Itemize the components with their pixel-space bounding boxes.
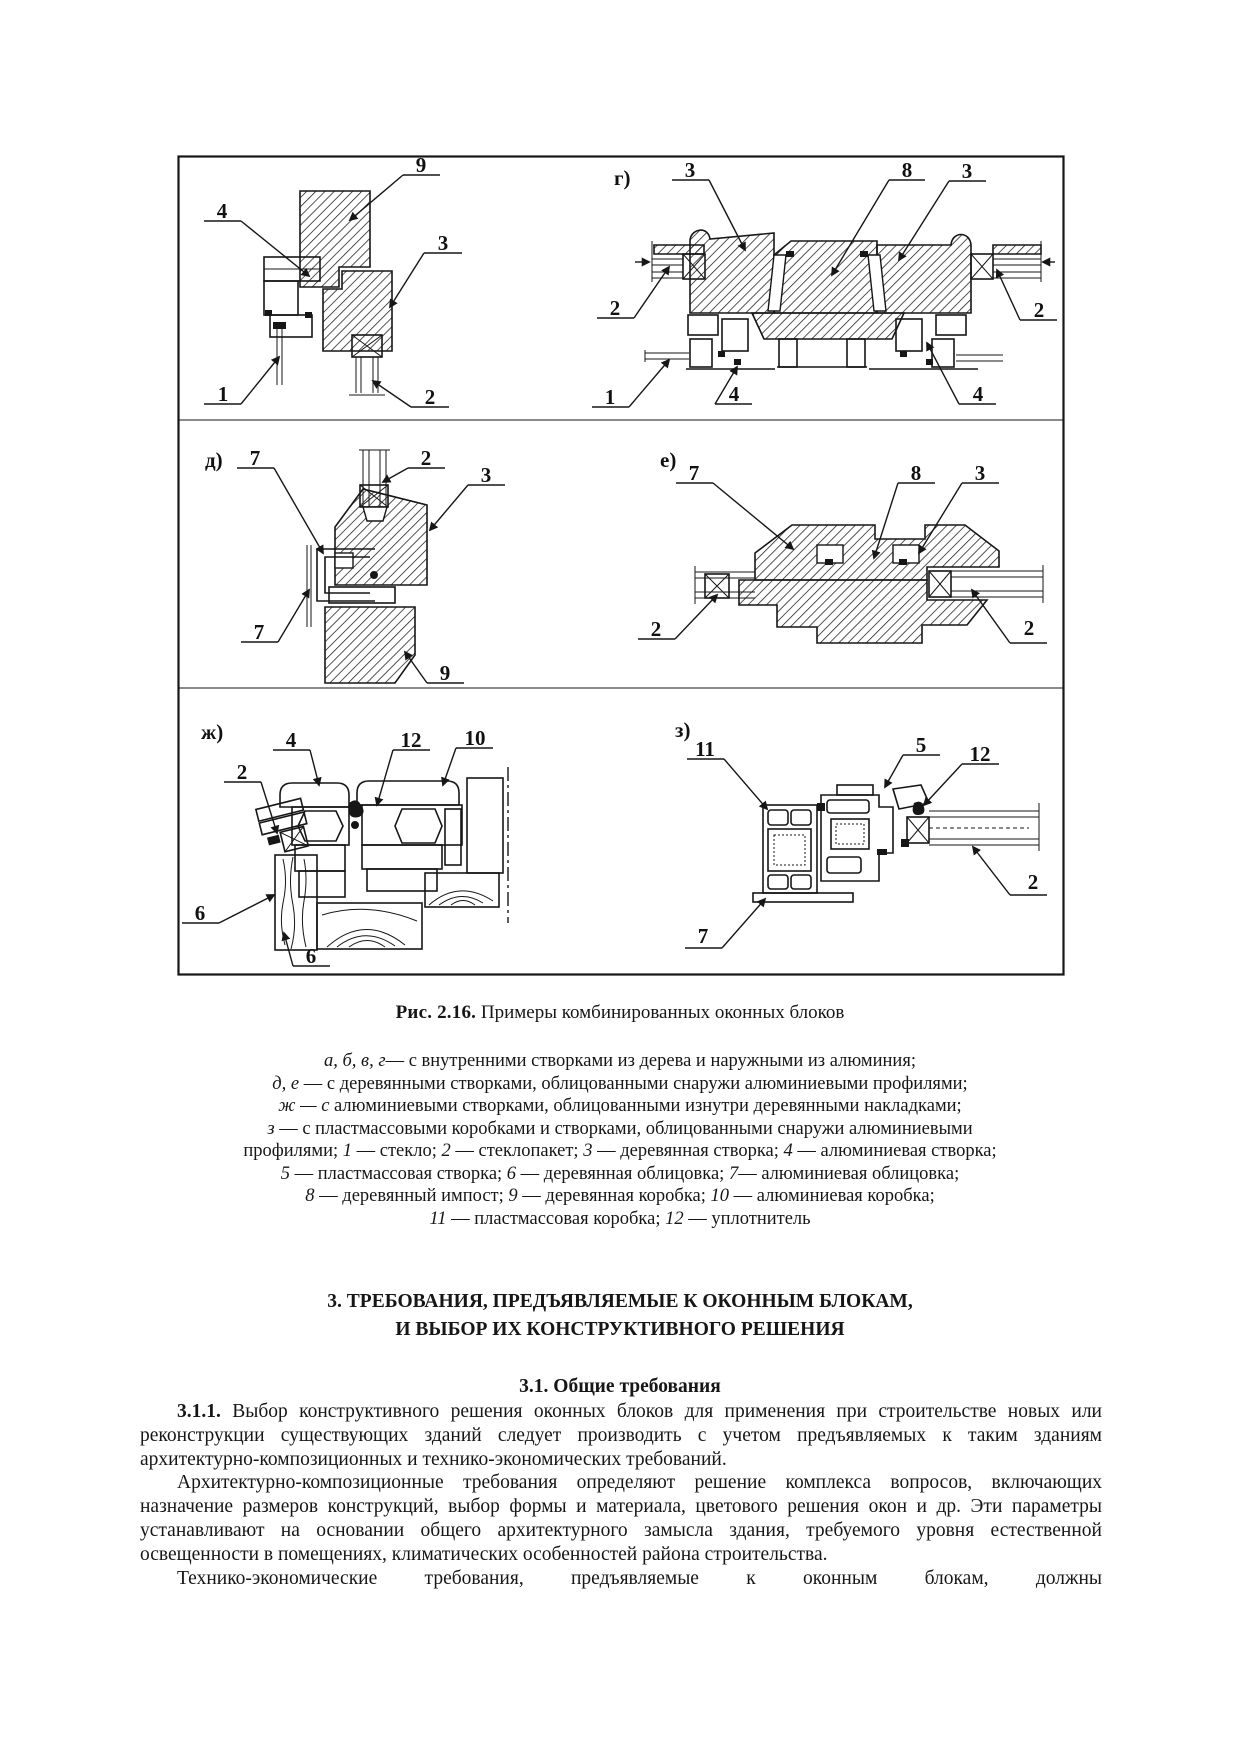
callout-number: 9 [416,155,427,177]
callout-number: 4 [217,199,228,223]
callout-number: 2 [610,296,621,320]
callout-number: 5 [916,733,927,757]
paragraph-number: 3.1.1. [177,1401,221,1422]
wood-sash-section [334,488,428,586]
wood-sash-section [754,524,1000,581]
figure-legend: а, б, в, г— с внутренними створками из д… [110,1050,1130,1230]
figure-caption: Рис. 2.16. Примеры комбинированных оконн… [140,1002,1100,1024]
legend-line: 5 — пластмассовая створка; 6 — деревянна… [280,1163,960,1184]
callout-number: 7 [698,924,709,948]
figure-border [177,155,1065,976]
legend-line: 8 — деревянный импост; 9 — деревянная ко… [305,1186,935,1206]
callout-number: 3 [438,231,449,255]
callout-number: 10 [465,726,486,750]
subsection-heading: 3.1. Общие требования [519,1376,721,1397]
callout-number: 2 [1034,298,1045,322]
callout-number: 4 [729,382,740,406]
wood-frame-section [738,579,989,644]
plastic-sash-section [820,794,894,882]
callout-number: 2 [1028,870,1039,894]
figure-caption-text: Примеры комбинированных оконных блоков [476,1002,845,1023]
legend-line: д, е — с деревянными створками, облицова… [272,1073,968,1094]
callout-number: 1 [605,385,616,409]
section-heading-line1: 3. ТРЕБОВАНИЯ, ПРЕДЪЯВЛЯЕМЫЕ К ОКОННЫМ Б… [327,1291,913,1312]
callout-number: 7 [254,620,265,644]
wood-sill [424,872,500,908]
paragraph: Архитектурно-композиционные требования о… [140,1472,1102,1565]
callout-number: 4 [286,728,297,752]
callout-number: 2 [421,446,432,470]
plastic-frame-section [762,804,818,894]
callout-number: 3 [975,461,986,485]
callout-number: 6 [306,944,317,968]
paragraph-text: Выбор конструктивного решения оконных бл… [140,1401,1102,1470]
figure-panel-e: е) 7 [638,448,1047,644]
section-heading-line2: И ВЫБОР ИХ КОНСТРУКТИВНОГО РЕШЕНИЯ [395,1319,845,1340]
callout-number: 12 [401,728,422,752]
callout-number: 1 [218,382,229,406]
callout-number: 6 [195,901,206,925]
legend-line: ж — с алюминиевыми створками, облицованн… [278,1096,962,1116]
paragraph-3-1-1: 3.1.1. Выбор конструктивного решения око… [140,1400,1102,1471]
callout-number: 7 [250,446,261,470]
callout-number: 2 [1024,616,1035,640]
callout-number: 11 [695,737,715,761]
body-text: 3.1.1. Выбор конструктивного решения око… [140,1400,1102,1590]
legend-line: з — с пластмассовыми коробками и створка… [267,1118,973,1139]
wood-frame-section [324,606,416,684]
figure-2-16: .ol{fill:none;stroke:#161616;stroke-widt… [177,153,1065,976]
callout-number: 3 [481,463,492,487]
figure-panel-z: з) [675,718,1047,949]
figure-caption-label: Рис. 2.16. [395,1002,477,1023]
panel-label: з) [675,718,690,742]
callout-number: 3 [962,159,973,183]
aluminium-facing-strip [752,892,854,903]
panel-label: г) [614,166,631,190]
callout-number: 7 [689,461,700,485]
figure-panel-d: д) 7 2 3 [205,446,505,685]
wood-sash-section [322,270,393,352]
panel-label: ж) [201,720,223,744]
wood-sash-left [689,229,775,314]
callout-number: 4 [973,382,984,406]
legend-line: профилями; 1 — стекло; 2 — стеклопакет; … [243,1141,997,1161]
window-sections-drawing: .ol{fill:none;stroke:#161616;stroke-widt… [177,153,1065,976]
wood-facing-horizontal [316,902,423,950]
figure-panel-zh: ж) [182,720,509,968]
figure-panel-g: г) [592,158,1057,409]
section-heading: 3. ТРЕБОВАНИЯ, ПРЕДЪЯВЛЯЕМЫЕ К ОКОННЫМ Б… [140,1288,1100,1344]
callout-number: 8 [902,158,913,182]
callout-number: 2 [237,760,248,784]
legend-line: а, б, в, г— с внутренними створками из д… [324,1051,916,1071]
figure-panel-a: 9 4 3 1 2 [204,153,462,409]
callout-number: 8 [911,461,922,485]
callout-number: 12 [970,742,991,766]
callout-number: 9 [440,661,451,685]
paragraph: Технико-экономические требования, предъя… [177,1567,1102,1589]
callout-number: 2 [425,385,436,409]
wood-sash-right [876,233,972,314]
callout-number: 2 [651,617,662,641]
panel-label: е) [660,448,676,472]
legend-line: 11 — пластмассовая коробка; 12 — уплотни… [429,1208,811,1229]
panel-label: д) [205,448,223,472]
wood-facing-vertical [274,854,318,951]
callout-number: 3 [685,158,696,182]
